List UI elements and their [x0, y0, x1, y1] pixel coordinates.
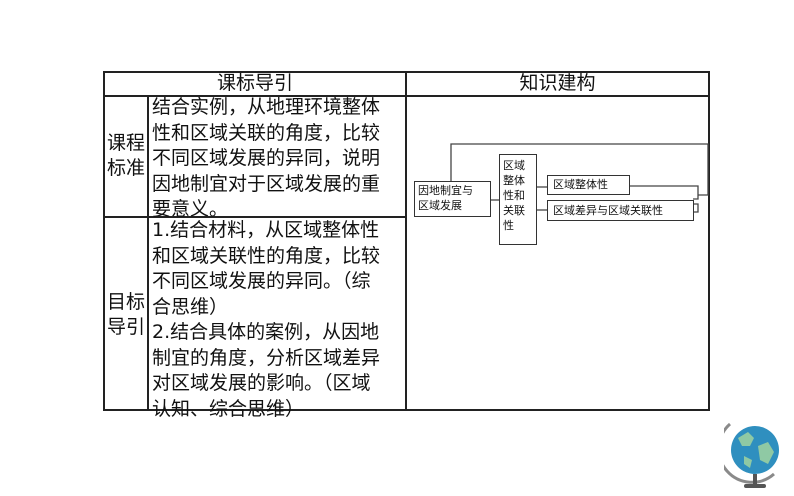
- box-regional-integrity-label: 区域整体性: [553, 178, 608, 191]
- row-label-guidance: 目标 导引: [106, 291, 145, 338]
- box-regional-integrity: 区域整体性: [547, 175, 630, 195]
- box-regional-difference: 区域差异与区域关联性: [547, 200, 694, 221]
- table-border-right: [708, 71, 710, 411]
- header-left: 课标导引: [216, 72, 293, 94]
- box-integrity-relevance: 区域 整体 性和 关联 性: [499, 154, 537, 245]
- guidance-text: 1.结合材料，从区域整体性 和区域关联性的角度，比较 不同区域发展的异同。（综 …: [152, 219, 381, 420]
- column-separator-main: [405, 71, 407, 411]
- box-local-conditions-label: 因地制宜与 区域发展: [418, 184, 473, 212]
- box-regional-difference-label: 区域差异与区域关联性: [553, 204, 663, 217]
- globe-icon: [724, 422, 779, 488]
- row-separator: [103, 216, 407, 218]
- column-separator-label: [147, 95, 149, 411]
- box-integrity-relevance-label: 区域 整体 性和 关联 性: [503, 159, 525, 232]
- table-border-left: [103, 71, 105, 411]
- standards-text: 结合实例，从地理环境整体 性和区域关联的角度，比较 不同区域发展的异同，说明 因…: [152, 96, 381, 220]
- row-label-standards: 课程 标准: [106, 132, 145, 179]
- header-right: 知识建构: [519, 72, 596, 94]
- course-table: [103, 71, 710, 411]
- box-local-conditions: 因地制宜与 区域发展: [414, 181, 491, 217]
